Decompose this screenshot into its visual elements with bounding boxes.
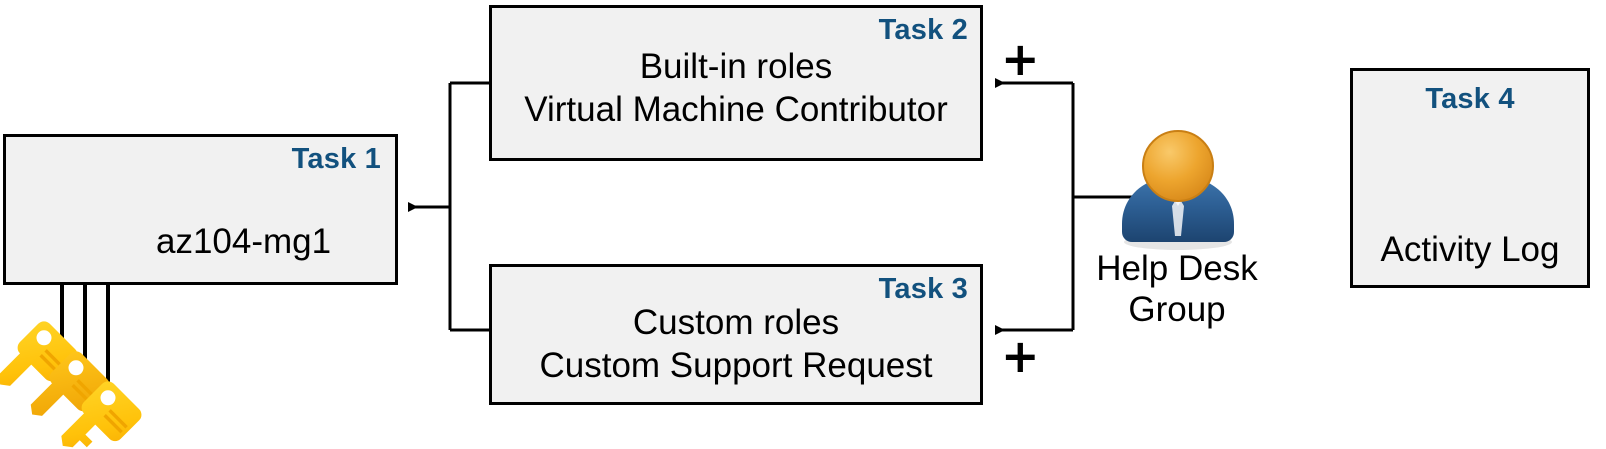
task-4-label: Task 4 [1425, 83, 1515, 115]
help-desk-group-line-1: Help Desk [1096, 249, 1258, 288]
keys-icon [0, 321, 142, 448]
task-3-text: Custom roles Custom Support Request [492, 302, 980, 387]
task-3-label: Task 3 [878, 273, 968, 305]
plus-sign-task-2: + [1001, 32, 1040, 86]
task-2-text: Built-in roles Virtual Machine Contribut… [492, 46, 980, 131]
task-2-box[interactable]: Task 2 Built-in roles Virtual Machine Co… [489, 5, 983, 161]
task-3-line-1: Custom roles [632, 303, 840, 342]
task-4-text: Activity Log [1380, 230, 1560, 269]
task-3-line-2: Custom Support Request [539, 345, 933, 385]
task-2-line-2: Virtual Machine Contributor [524, 89, 948, 129]
task-1-text: az104-mg1 [156, 222, 332, 261]
help-desk-group-label: Help Desk Group [1072, 248, 1282, 331]
connector-tasks-to-mg [408, 81, 489, 332]
task-4-box[interactable]: Task 4 Activity Log [1350, 68, 1590, 288]
task-1-label: Task 1 [291, 143, 381, 175]
task-2-line-1: Built-in roles [639, 47, 833, 86]
plus-sign-task-3: + [1001, 329, 1040, 383]
help-desk-group-line-2: Group [1128, 290, 1226, 330]
task-2-label: Task 2 [878, 14, 968, 46]
task-1-box[interactable]: Task 1 az104-mg1 [3, 134, 398, 285]
task-3-box[interactable]: Task 3 Custom roles Custom Support Reque… [489, 264, 983, 405]
user-group-icon [1122, 130, 1234, 250]
